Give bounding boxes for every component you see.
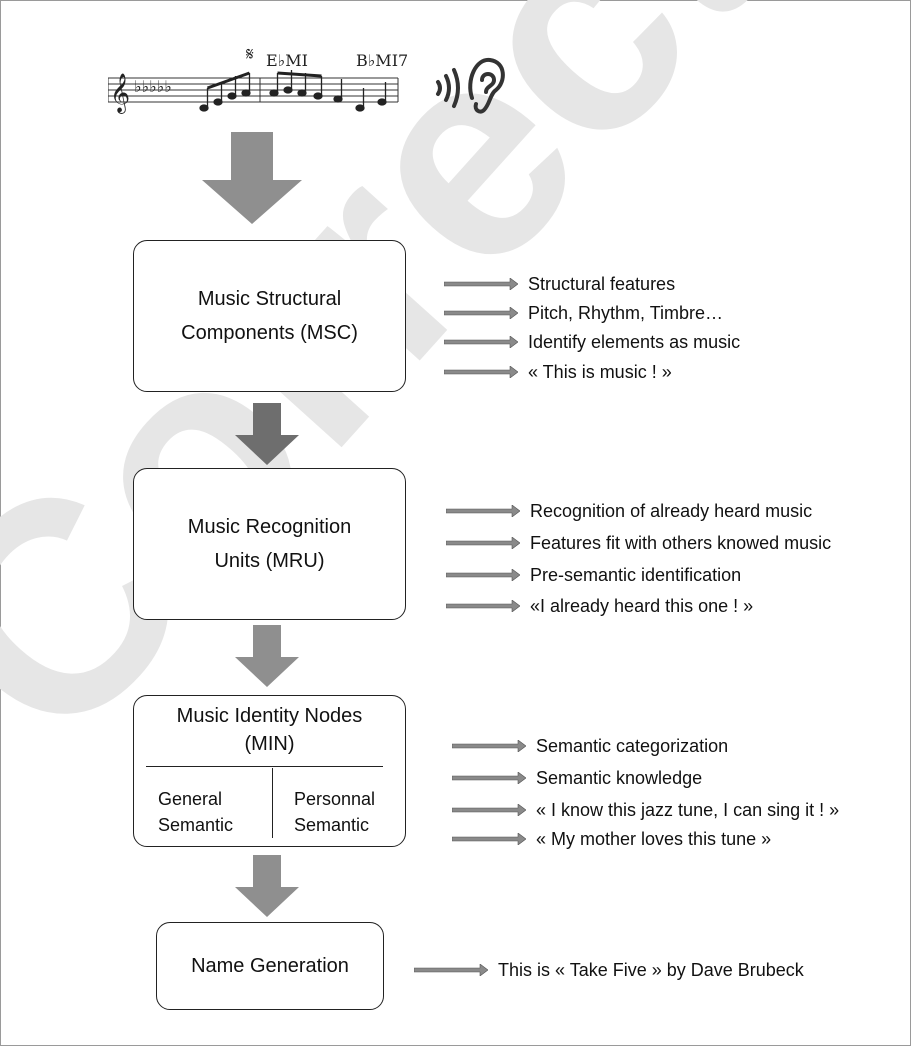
treble-clef-icon: 𝄞 [110, 73, 130, 114]
right-arrow-icon [444, 307, 518, 319]
score-excerpt: 𝄞 ♭♭♭♭♭ 𝄋 E♭MI B♭MI7 [108, 44, 408, 114]
min-divider-vertical [272, 768, 273, 838]
note-text: « I know this jazz tune, I can sing it !… [536, 800, 840, 820]
right-arrow-icon [452, 804, 526, 816]
right-arrow-icon [444, 336, 518, 348]
chord-symbol-1: E♭MI [266, 51, 308, 70]
min-general-semantic: General Semantic [158, 789, 234, 835]
min-note-2: Semantic knowledge [452, 767, 702, 789]
msc-note-1: Structural features [444, 273, 675, 295]
min-note-4: « My mother loves this tune » [452, 828, 771, 850]
down-arrow-3 [235, 625, 299, 687]
right-arrow-icon [452, 772, 526, 784]
min-personnal-semantic: Personnal Semantic [294, 789, 376, 835]
min-box-title: Music Identity Nodes (MIN) [176, 705, 363, 755]
right-arrow-icon [414, 964, 488, 976]
right-arrow-icon [452, 740, 526, 752]
min-note-1: Semantic categorization [452, 735, 728, 757]
note-text: Features fit with others knowed music [530, 533, 832, 553]
ear-listening-icon [436, 57, 505, 114]
msc-box-title: Music Structural Components (MSC) [181, 288, 358, 344]
chord-symbol-2: B♭MI7 [356, 51, 408, 70]
mru-note-3: Pre-semantic identification [446, 564, 741, 586]
mru-box: Music Recognition Units (MRU) [133, 468, 406, 620]
name-note-1: This is « Take Five » by Dave Brubeck [414, 959, 804, 981]
mru-note-4: «I already heard this one ! » [446, 595, 753, 617]
note-text: «I already heard this one ! » [530, 596, 754, 616]
note-text: « My mother loves this tune » [536, 829, 772, 849]
down-arrow-2 [235, 403, 299, 465]
note-text: Semantic categorization [536, 736, 729, 756]
down-arrow-1 [202, 132, 302, 224]
msc-note-2: Pitch, Rhythm, Timbre… [444, 302, 723, 324]
name-generation-title: Name Generation [191, 955, 349, 977]
note-text: Pre-semantic identification [530, 565, 742, 585]
right-arrow-icon [446, 505, 520, 517]
note-text: Recognition of already heard music [530, 501, 813, 521]
right-arrow-icon [446, 600, 520, 612]
right-arrow-icon [444, 366, 518, 378]
note-text: Identify elements as music [528, 332, 741, 352]
note-text: Pitch, Rhythm, Timbre… [528, 303, 724, 323]
right-arrow-icon [446, 537, 520, 549]
note-text: Semantic knowledge [536, 768, 703, 788]
note-text: Structural features [528, 274, 676, 294]
note-text: « This is music ! » [528, 362, 672, 382]
name-generation-box: Name Generation [156, 922, 384, 1010]
msc-note-3: Identify elements as music [444, 331, 740, 353]
key-signature-flats: ♭♭♭♭♭ [134, 77, 172, 96]
min-divider-horizontal [146, 766, 383, 767]
segno-sign: 𝄋 [246, 44, 254, 65]
down-arrow-4 [235, 855, 299, 917]
msc-box: Music Structural Components (MSC) [133, 240, 406, 392]
right-arrow-icon [446, 569, 520, 581]
mru-box-title: Music Recognition Units (MRU) [187, 516, 352, 572]
right-arrow-icon [452, 833, 526, 845]
right-arrow-icon [444, 278, 518, 290]
msc-note-4: « This is music ! » [444, 361, 672, 383]
mru-note-1: Recognition of already heard music [446, 500, 812, 522]
mru-note-2: Features fit with others knowed music [446, 532, 831, 554]
min-box: Music Identity Nodes (MIN) General Seman… [133, 695, 406, 847]
min-note-3: « I know this jazz tune, I can sing it !… [452, 799, 839, 821]
note-text: This is « Take Five » by Dave Brubeck [498, 960, 804, 980]
